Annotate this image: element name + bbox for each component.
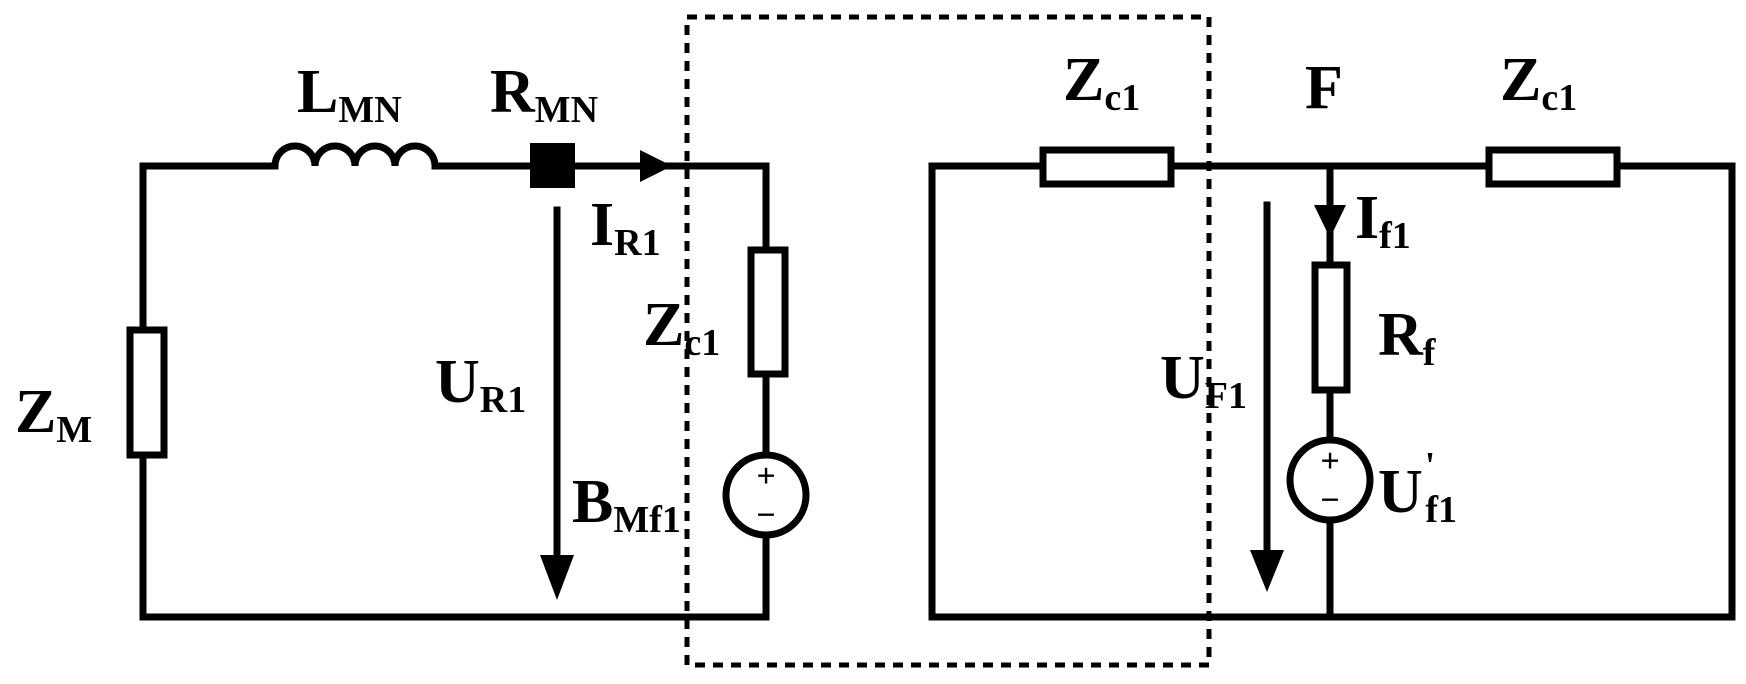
zc1-mid-resistor: [1039, 146, 1175, 188]
zc1-right-resistor: [1485, 146, 1621, 188]
label-ur1: UR1: [435, 348, 526, 421]
bmf1-minus-sign: −: [756, 497, 775, 534]
right-circuit: + −: [928, 146, 1736, 621]
label-rmn: RMN: [490, 58, 598, 131]
label-f: F: [1305, 54, 1343, 122]
left-circuit-wire-top-right: [562, 162, 770, 254]
rf-resistor: [1311, 261, 1351, 394]
left-circuit-wire-top-left: [139, 162, 279, 619]
rmn-breaker: [530, 143, 575, 188]
label-uf1-prime: U'f1: [1378, 445, 1457, 531]
bmf1-voltage-source: [722, 451, 810, 539]
label-zc1-mid: Zc1: [1063, 46, 1140, 119]
left-circuit: + −: [126, 142, 810, 621]
uf1-prime-minus-sign: −: [1320, 482, 1339, 519]
label-bmf1: BMf1: [572, 468, 681, 541]
uf1-prime-plus-sign: +: [1320, 443, 1339, 480]
label-zc1-right: Zc1: [1500, 46, 1577, 119]
ir1-direction-arrow: [640, 150, 672, 182]
uf1-prime-voltage-source: [1286, 436, 1374, 524]
bmf1-plus-sign: +: [756, 458, 775, 495]
zm-resistor: [126, 326, 168, 459]
label-ir1: IR1: [590, 191, 661, 264]
left-circuit-wire-right-bottom: [139, 532, 770, 621]
dashed-boundary-box: [684, 14, 1212, 668]
label-uf1: UF1: [1160, 344, 1247, 417]
uf1-arrowhead: [1250, 550, 1284, 592]
label-zc1-left: Zc1: [643, 291, 720, 364]
if1-direction-arrow: [1314, 205, 1346, 238]
inductor-lmn: [271, 142, 439, 170]
zc1-left-resistor: [747, 246, 789, 378]
label-zm: ZM: [15, 378, 92, 451]
label-lmn: LMN: [297, 58, 402, 131]
label-if1: If1: [1355, 184, 1411, 257]
label-rf: Rf: [1378, 301, 1437, 374]
ur1-arrowhead: [540, 555, 574, 600]
